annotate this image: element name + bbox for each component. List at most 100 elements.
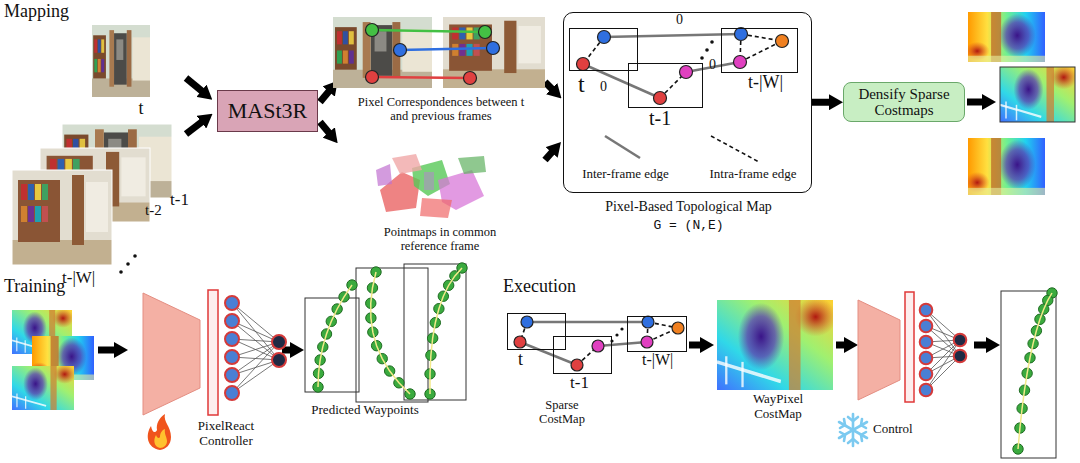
- snowflake-icon: [839, 414, 867, 446]
- flow-arrow: [545, 82, 553, 90]
- pixel-node: [571, 359, 583, 371]
- correspondence-line: [372, 77, 470, 78]
- pixel-dot: [487, 42, 500, 55]
- frame-image: [12, 25, 172, 265]
- edge-weight: 0: [676, 12, 683, 28]
- snowflake-icon: [839, 422, 867, 438]
- frame-box: t-1: [628, 63, 703, 108]
- network-encoder: [858, 300, 900, 400]
- frame-image: [12, 170, 112, 265]
- pixel-node: [672, 322, 684, 334]
- pixel-node: [514, 316, 684, 371]
- frame-box: t-1: [553, 336, 612, 374]
- node-label: Pixel-Based Topological Map: [564, 199, 813, 215]
- node-label: t: [518, 349, 523, 370]
- network-encoder: [208, 290, 218, 415]
- network-encoder: [905, 292, 914, 402]
- input-neuron: [225, 296, 239, 400]
- network-encoder: [143, 290, 218, 415]
- costmap-image: [1000, 67, 1075, 122]
- frame-label: t-|W|: [62, 268, 95, 288]
- waypoint-frame: [404, 264, 466, 400]
- output-neuron: [954, 334, 967, 363]
- pixel-node: [521, 316, 533, 328]
- section-heading: Training: [4, 276, 65, 297]
- network-connection: [232, 303, 279, 360]
- pixel-node: [577, 58, 590, 71]
- pixel-node: [735, 28, 748, 41]
- trajectory-line: [371, 272, 410, 394]
- process-box: MASt3R: [217, 90, 318, 132]
- fire-icon: [148, 414, 171, 450]
- costmap-image: [1000, 65, 1077, 122]
- inter-frame-edge: [598, 342, 647, 346]
- frame-box: t-|W|: [721, 28, 798, 73]
- ellipsis-dots: [610, 339, 613, 342]
- input-neuron: [920, 336, 933, 349]
- correspondence-line: [400, 48, 493, 50]
- input-neuron: [920, 304, 933, 317]
- image-caption: Pointmaps in common reference frame: [382, 225, 498, 254]
- trajectory-line: [430, 268, 462, 394]
- legend-item: Inter-frame edge: [568, 128, 683, 182]
- ellipsis-dots: [610, 327, 623, 342]
- legend-label: Inter-frame edge: [568, 166, 683, 182]
- flow-arrow: [320, 122, 330, 134]
- output-neuron: [272, 353, 286, 367]
- inter-frame-edge: [520, 342, 577, 365]
- waypoint-path: [313, 280, 357, 392]
- flow-arrow: [689, 342, 702, 349]
- node-label: G = (N,E): [564, 218, 813, 233]
- pixel-node: [514, 336, 526, 348]
- ellipsis-dots: [119, 270, 123, 274]
- neural-network: [225, 296, 286, 400]
- node-label: t: [578, 71, 585, 98]
- costmap-image: [717, 297, 836, 390]
- pixel-node: [642, 316, 654, 328]
- input-neuron: [225, 314, 239, 328]
- output-neuron: [954, 350, 967, 363]
- correspondence-line: [372, 30, 493, 78]
- flow-arrow: [98, 78, 988, 350]
- pixel-dot: [479, 26, 492, 39]
- pixel-node: [592, 340, 604, 352]
- pointmap-image: [372, 150, 492, 222]
- map-panel: Pixel-Based Topological MapG = (N,E)tt-1…: [563, 12, 812, 193]
- flow-arrow: [836, 342, 846, 349]
- output-neuron: [272, 335, 286, 349]
- pixel-dot: [394, 44, 407, 57]
- ellipsis-dots: [710, 40, 714, 44]
- input-neuron: [225, 296, 239, 310]
- flow-arrow: [320, 90, 330, 102]
- frame-label: t: [131, 98, 151, 119]
- legend-line: [711, 136, 759, 162]
- section-heading: Mapping: [4, 1, 69, 22]
- pixel-dot: [366, 24, 500, 85]
- node-label: MASt3R: [228, 98, 307, 124]
- flow-arrow: [545, 151, 553, 160]
- fire-icon: [148, 414, 171, 450]
- ellipsis-dots: [133, 254, 137, 258]
- network-encoder: [143, 293, 200, 415]
- pixel-dot: [366, 24, 379, 37]
- pixel-node: [577, 28, 789, 105]
- input-neuron: [920, 304, 933, 397]
- inter-frame-edge: [520, 322, 648, 365]
- edge-weight: 0: [709, 57, 716, 73]
- image-caption: Pixel Correspondences between t and prev…: [352, 95, 530, 124]
- ellipsis-dots: [700, 40, 714, 60]
- pixel-dot: [464, 72, 477, 85]
- node-label: Densify Sparse Costmaps: [844, 86, 964, 119]
- module-caption: WayPixel CostMap: [738, 392, 818, 422]
- snowflake-icon: [848, 417, 858, 421]
- input-neuron: [225, 332, 239, 346]
- costmap-image: [965, 12, 1045, 62]
- costmap-image: [965, 12, 1077, 195]
- legend-sample: [697, 128, 809, 166]
- pixel-dot: [366, 71, 379, 84]
- frame-image: [92, 25, 150, 97]
- network-connection: [232, 342, 279, 393]
- snowflake-icon: [848, 439, 858, 443]
- snowflake-icon: [861, 432, 866, 441]
- ellipsis-dots: [615, 333, 618, 336]
